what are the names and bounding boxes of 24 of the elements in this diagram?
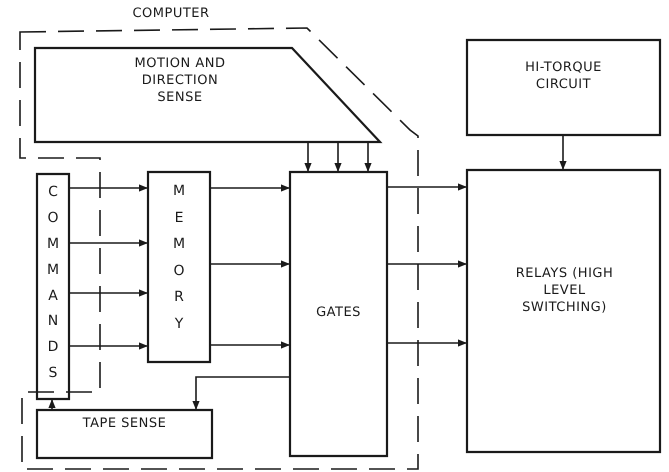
arrow <box>48 399 56 410</box>
block-label: TAPE SENSE <box>82 416 168 433</box>
arrow <box>210 341 290 349</box>
arrow <box>69 289 148 297</box>
arrow <box>69 239 148 247</box>
arrow <box>364 143 372 172</box>
arrow <box>304 143 312 172</box>
block-label: MOTION AND DIRECTION SENSE <box>134 56 226 107</box>
block-label: MEMORY <box>172 182 186 334</box>
block-label: GATES <box>315 305 362 322</box>
arrow <box>192 376 290 410</box>
block-label: RELAYS (HIGH LEVEL SWITCHING) <box>514 266 614 317</box>
arrow <box>69 184 148 192</box>
arrow <box>334 143 342 172</box>
block-label: COMMANDS <box>46 183 60 384</box>
arrow <box>210 260 290 268</box>
arrow <box>210 184 290 192</box>
group-label: COMPUTER <box>131 6 211 23</box>
arrow <box>69 342 148 350</box>
arrow <box>387 183 467 191</box>
block-label: HI-TORQUE CIRCUIT <box>524 60 603 94</box>
arrow <box>387 339 467 347</box>
arrow <box>559 135 567 170</box>
arrow <box>387 260 467 268</box>
